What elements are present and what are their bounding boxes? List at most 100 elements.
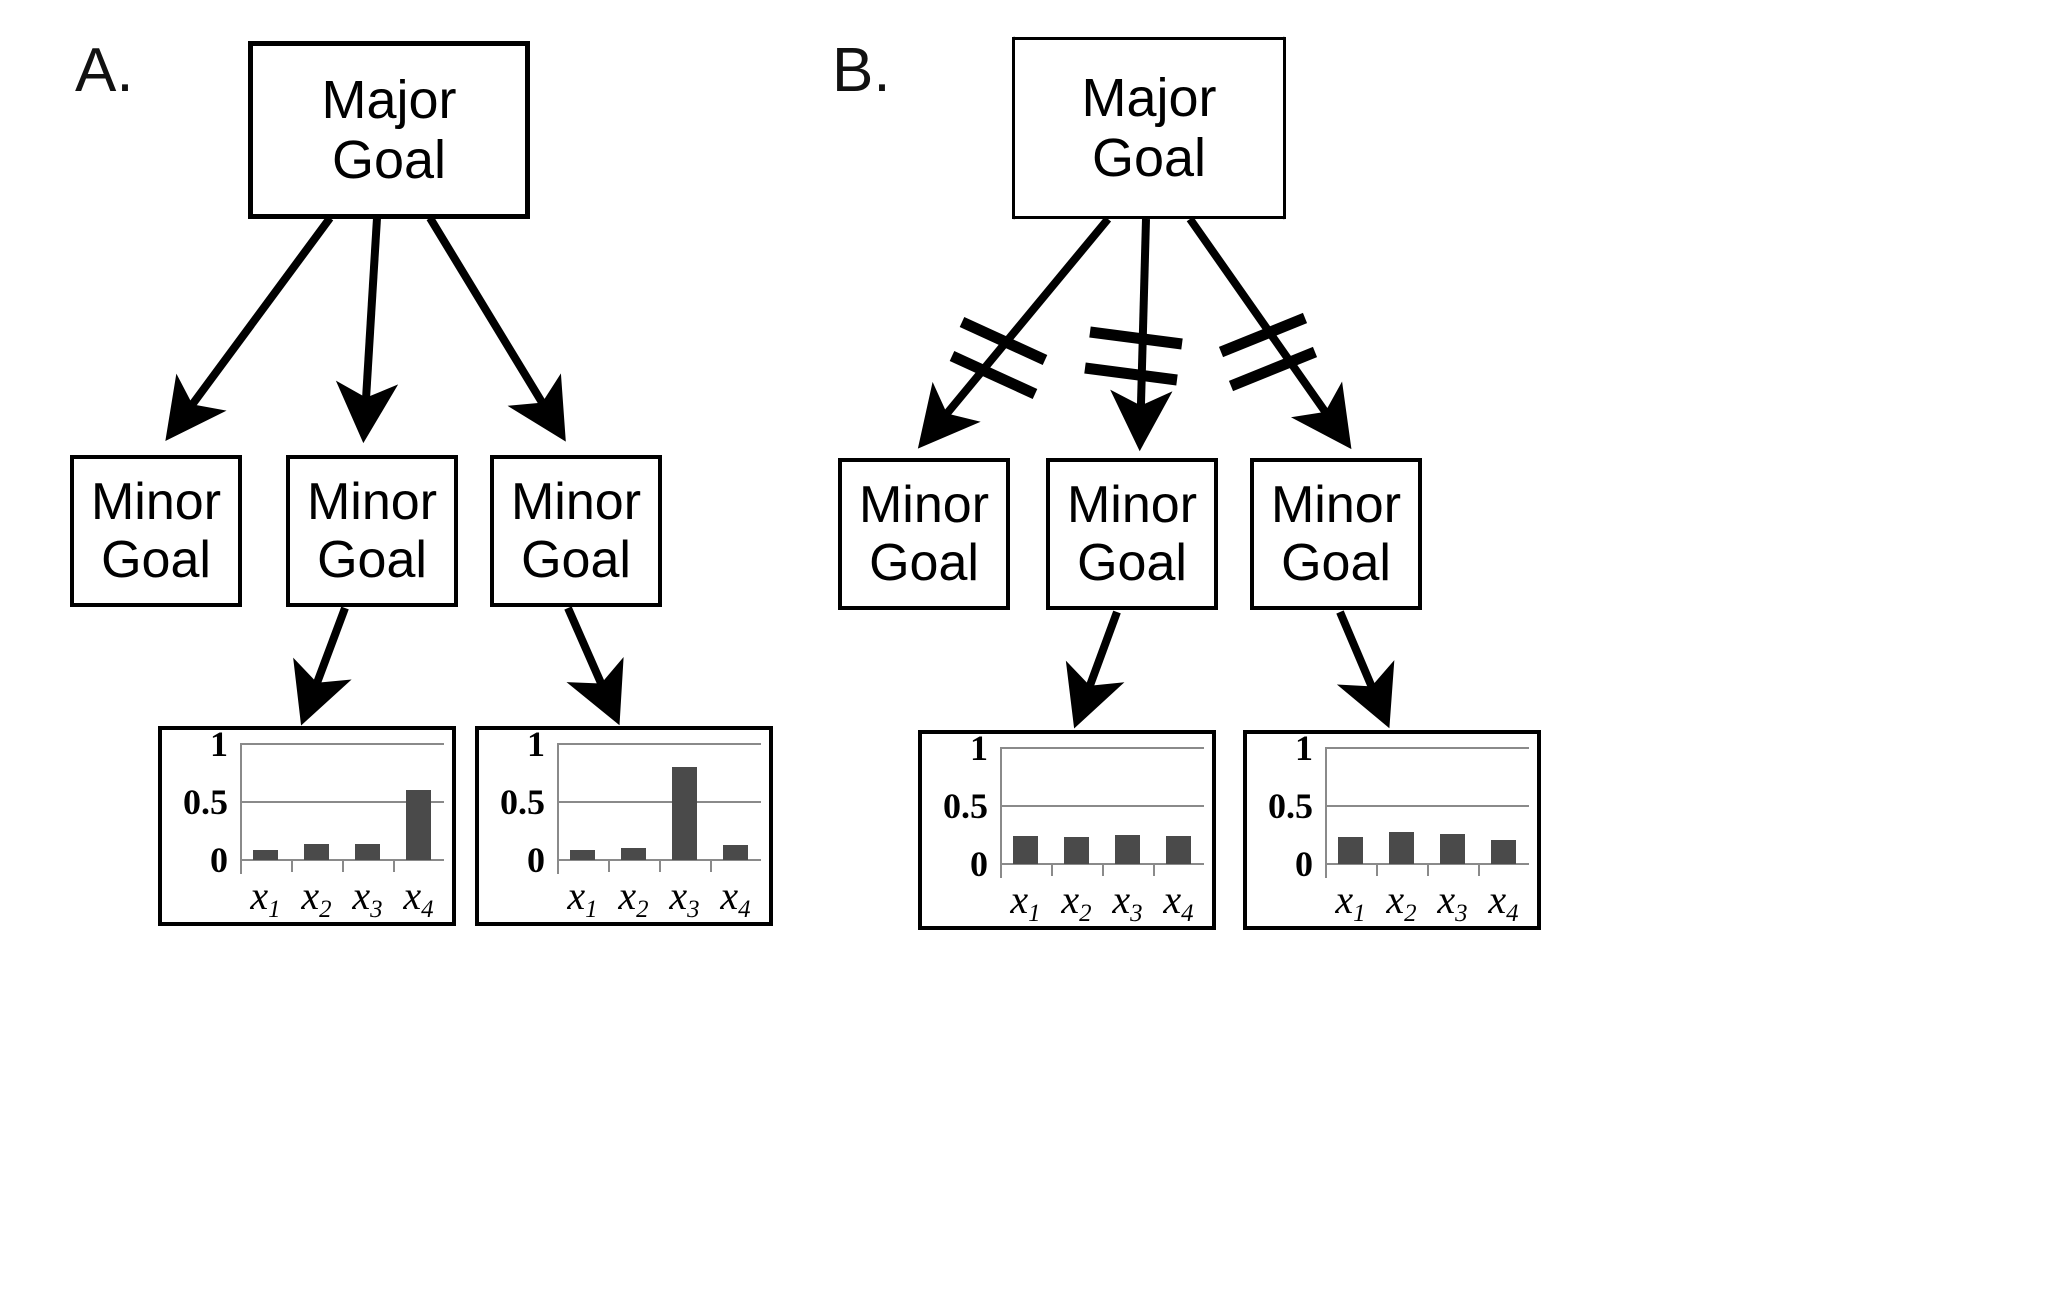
chart-y-tick-label: 1 [970,728,988,768]
chart-x-tick-label: x1 [250,873,281,923]
chart-frame-a1: 0 0.5 1 x1 x2 x3 x4 [158,726,456,926]
chart-y-tick-label: 0 [970,844,988,884]
chart-x-tick-label: x4 [1163,877,1194,927]
chart-a1: 0 0.5 1 x1 x2 x3 x4 [162,726,452,923]
chart-y-tick-label: 0.5 [183,782,228,822]
chart-x-tick-label: x2 [301,873,332,923]
break-mark-1 [949,316,1048,400]
chart-x-tick [1427,864,1429,876]
chart-x-tick [1000,864,1002,876]
chart-gridline [240,743,444,745]
chart-y-axis [1000,748,1002,878]
chart-x-tick [342,860,344,872]
chart-x-tick [291,860,293,872]
break-mark-2 [1084,326,1183,386]
chart-x-tick [1325,864,1327,876]
chart-bar [723,844,748,860]
chart-y-axis [1325,748,1327,878]
panel-label-b: B. [832,36,891,105]
chart-x-tick-label: x3 [1437,877,1468,927]
chart-x-tick-label: x2 [1061,877,1092,927]
chart-bar [1338,837,1363,864]
arrow-major-to-minor-1 [165,215,334,442]
chart-gridline [1000,747,1204,749]
chart-gridline [557,801,761,803]
chart-x-tick-label: x3 [1112,877,1143,927]
chart-x-tick [608,860,610,872]
arrow-minor3-to-chart-b2 [1336,610,1395,729]
panel-b-minor-goal-box-3[interactable]: Minor Goal [1250,458,1422,610]
arrow-minor2-to-chart-a1 [293,606,352,726]
arrow-minor3-to-chart-a2 [564,606,624,726]
chart-gridline [1325,805,1529,807]
panel-b-major-goal-box[interactable]: Major Goal [1012,37,1286,219]
chart-x-tick [1478,864,1480,876]
chart-x-tick-label: x3 [352,873,383,923]
chart-y-tick-label: 0 [210,840,228,880]
arrow-major-to-minor-2 [335,217,399,444]
arrow-minor2-to-chart-b1 [1065,610,1125,729]
chart-bar [672,767,697,860]
chart-bar [1389,831,1414,864]
chart-y-tick-label: 1 [210,724,228,764]
chart-y-axis [240,744,242,874]
chart-y-tick-label: 1 [527,724,545,764]
chart-x-tick-label: x2 [1386,877,1417,927]
chart-bar [355,843,380,860]
chart-bar [304,843,329,860]
chart-bar [1491,839,1516,864]
panel-a-minor-goal-box-1[interactable]: Minor Goal [70,455,242,607]
panel-a-minor-goal-box-3[interactable]: Minor Goal [490,455,662,607]
panel-b-connectors [917,216,1395,729]
chart-x-tick-label: x1 [1010,877,1041,927]
chart-x-tick [710,860,712,872]
arrow-major-to-minor-1 [917,216,1112,449]
chart-bar [1115,835,1140,864]
arrow-major-to-minor-2 [1110,218,1173,452]
chart-y-tick-label: 0 [1295,844,1313,884]
chart-x-tick-label: x2 [618,873,649,923]
panel-b-minor-goal-box-1[interactable]: Minor Goal [838,458,1010,610]
chart-bar [253,849,278,860]
panel-b-minor-goal-box-2[interactable]: Minor Goal [1046,458,1218,610]
chart-bar [1013,836,1038,864]
chart-x-tick [1102,864,1104,876]
panel-a-major-goal-box[interactable]: Major Goal [248,41,530,219]
chart-x-tick [240,860,242,872]
panel-a-connectors [165,215,624,726]
chart-y-tick-label: 0.5 [1268,786,1313,826]
chart-bar [1440,833,1465,864]
chart-y-tick-label: 0 [527,840,545,880]
chart-x-tick-label: x3 [669,873,700,923]
arrow-major-to-minor-3 [426,215,566,442]
chart-y-tick-label: 0.5 [500,782,545,822]
chart-gridline [557,743,761,745]
chart-x-tick [1376,864,1378,876]
chart-x-tick [393,860,395,872]
chart-gridline [1000,805,1204,807]
panel-label-a: A. [75,36,134,105]
chart-x-tick [1051,864,1053,876]
chart-bar [1064,837,1089,864]
chart-x-tick-label: x1 [1335,877,1366,927]
chart-x-tick-label: x4 [403,873,434,923]
chart-x-tick [557,860,559,872]
chart-gridline [240,801,444,803]
chart-x-tick-label: x4 [720,873,751,923]
chart-x-tick-label: x4 [1488,877,1519,927]
chart-gridline [1325,747,1529,749]
chart-y-axis [557,744,559,874]
chart-bar [1166,836,1191,864]
chart-bar [406,790,431,860]
chart-x-tick [1153,864,1155,876]
panel-a-minor-goal-box-2[interactable]: Minor Goal [286,455,458,607]
chart-bar [621,848,646,860]
chart-bar [570,849,595,860]
